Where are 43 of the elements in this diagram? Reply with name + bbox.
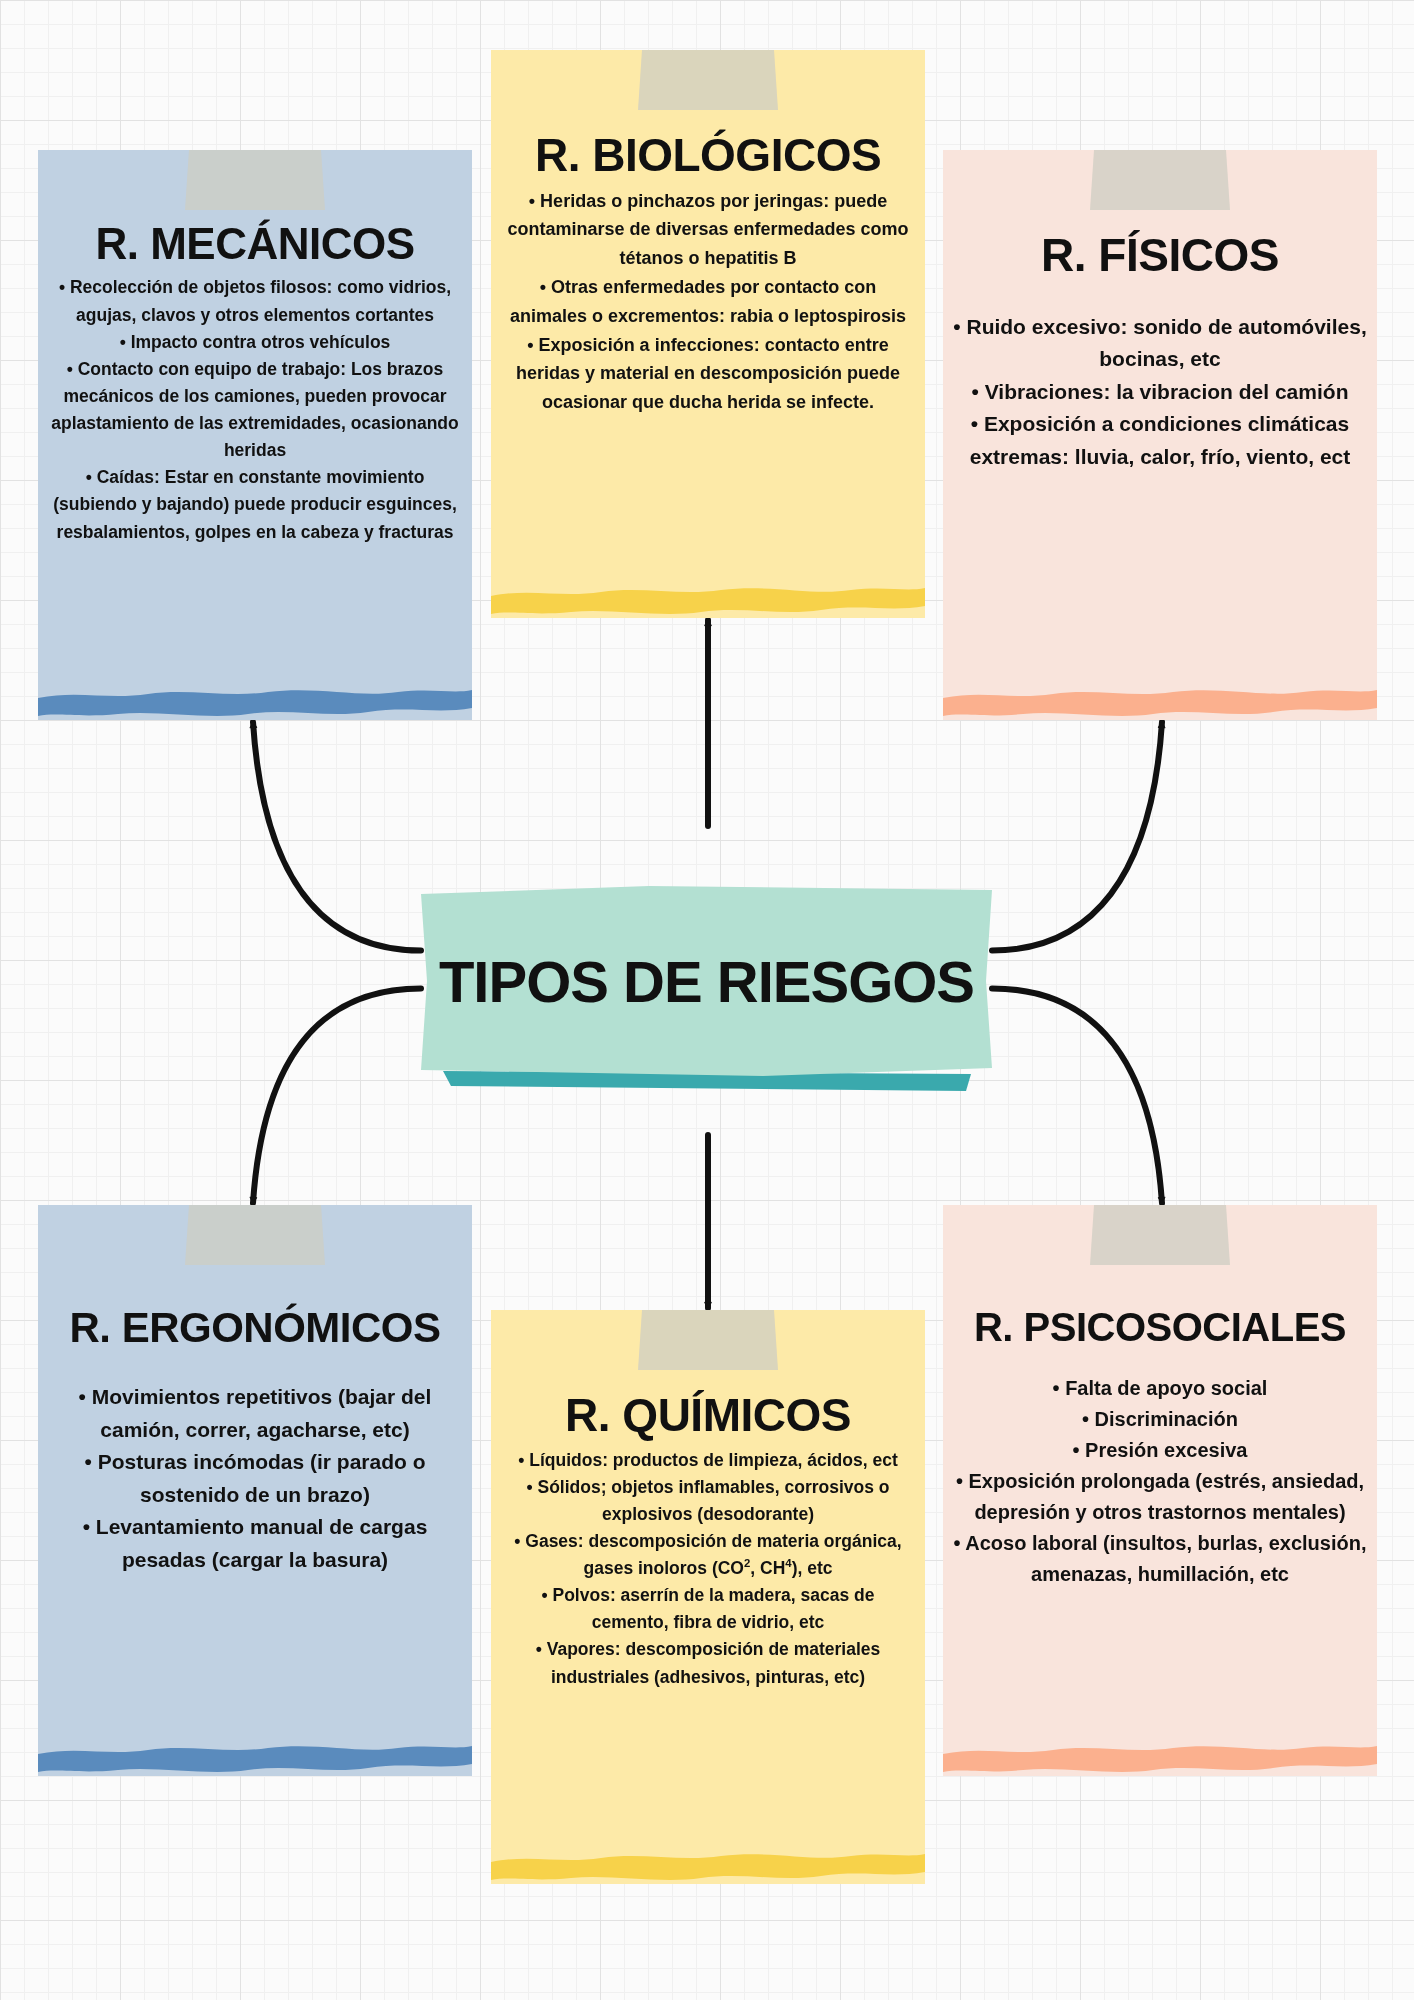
- note-card: [38, 150, 472, 720]
- bullet-text: • Polvos: aserrín de la madera, sacas de cemento, fibra de vidrio, etc: [540, 1584, 876, 1635]
- bullet-text: • Heridas o pinchazos por jeringas: puede contaminarse de diversas enfermedades como tétanos o hepatitis B: [506, 189, 910, 271]
- bullet-text: • Contacto con equipo de trabajo: Los brazos mecánicos de los camiones, pueden provocar aplastamiento de las extremidades, ocasionando heridas: [50, 357, 460, 463]
- bullet-text: • Recolección de objetos filosos: como vidrios, agujas, clavos y otros elementos cortantes: [57, 276, 453, 327]
- bullet-text: • Exposición prolongada (estrés, ansiedad, depresión y otros trastornos mentales): [954, 1469, 1366, 1525]
- bullet-text: • Otras enfermedades por contacto con animales o excrementos: rabia o leptospirosis: [508, 276, 908, 328]
- bullet-text: • Vibraciones: la vibracion del camión: [971, 378, 1349, 405]
- bullet-text: • Movimientos repetitivos (bajar del camión, correr, agacharse, etc): [77, 1384, 433, 1443]
- bullet-text: • Caídas: Estar en constante movimiento (subiendo y bajando) puede producir esguinces, resbalamientos, golpes en la cabeza y fracturas: [52, 466, 458, 544]
- curved-arrow: [989, 719, 1166, 954]
- bullet-text: • Exposición a infecciones: contacto entre heridas y material en descomposición puede ocasionar que ducha herida se infecte.: [514, 333, 902, 415]
- bullet-text: • Levantamiento manual de cargas pesadas (cargar la basura): [81, 1514, 429, 1573]
- bullet-text: • Acoso laboral (insultos, burlas, exclusión, amenazas, humillación, etc: [953, 1531, 1367, 1587]
- bullet-text: • Presión excesiva: [1072, 1438, 1248, 1463]
- card-heading: R. FÍSICOS: [1041, 230, 1279, 281]
- card-heading: R. QUÍMICOS: [565, 1390, 851, 1441]
- bullet-text: • Falta de apoyo social: [1052, 1376, 1268, 1401]
- main-title: TIPOS DE RIESGOS: [438, 947, 975, 1015]
- card-heading: R. BIOLÓGICOS: [534, 130, 882, 181]
- note-card: [943, 150, 1377, 720]
- card-heading: R. ERGONÓMICOS: [69, 1305, 441, 1352]
- curved-arrow: [249, 719, 424, 954]
- note-card: [491, 1310, 925, 1884]
- bullet-text: • Ruido excesivo: sonido de automóviles, bocinas, etc: [953, 313, 1367, 373]
- bullet-text: • Discriminación: [1082, 1407, 1238, 1432]
- bullet-text: • Líquidos: productos de limpieza, ácidos, ect: [518, 1448, 898, 1472]
- bullet-text: • Sólidos; objetos inflamables, corrosivos o explosivos (desodorante): [525, 1475, 891, 1526]
- curved-arrow: [989, 985, 1166, 1206]
- bullet-text: • Posturas incómodas (ir parado o sostenido de un brazo): [83, 1449, 427, 1508]
- note-card: [491, 50, 925, 618]
- card-heading: R. PSICOSOCIALES: [973, 1305, 1347, 1349]
- bullet-text: • Exposición a condiciones climáticas extremas: lluvia, calor, frío, viento, ect: [968, 411, 1352, 470]
- card-heading: R. MECÁNICOS: [95, 220, 415, 269]
- note-card: [38, 1205, 472, 1776]
- curved-arrow: [249, 985, 424, 1206]
- bullet-text: • Vapores: descomposición de materiales industriales (adhesivos, pinturas, etc): [534, 1638, 882, 1689]
- note-card: [943, 1205, 1377, 1776]
- title-banner: [421, 886, 992, 1091]
- curved-arrow: [704, 617, 712, 829]
- curved-arrow: [704, 1132, 712, 1311]
- bullet-text: • Gases: descomposición de materia orgánica, gases inoloros (CO$^{2}$, CH$^{4}$), etc: [513, 1529, 903, 1581]
- bullet-text: • Impacto contra otros vehículos: [119, 330, 391, 354]
